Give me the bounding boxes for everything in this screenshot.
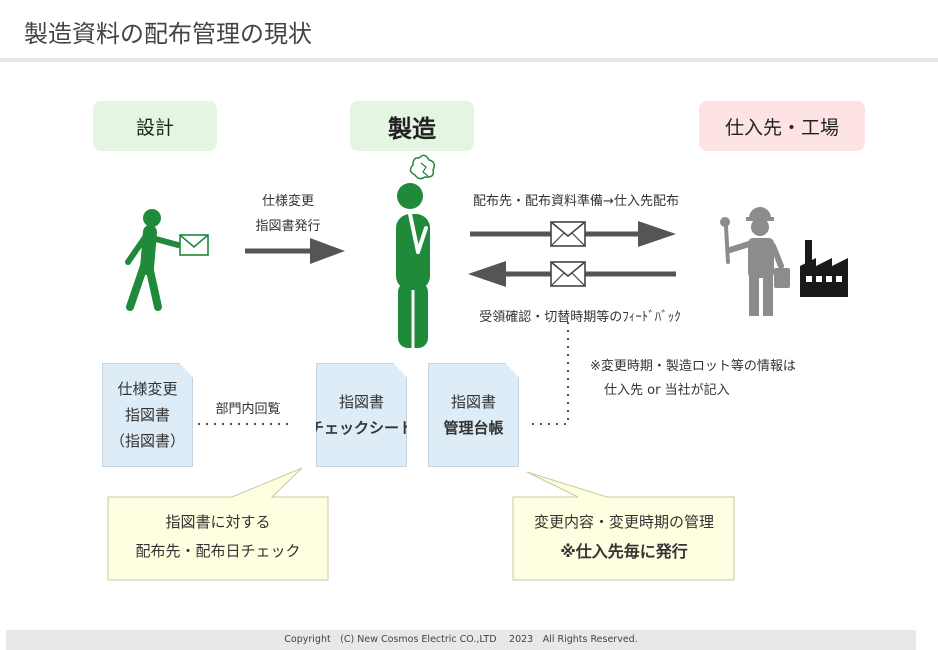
envelope-icon: [550, 261, 586, 287]
thinking-person-icon: [396, 154, 436, 348]
spec-change-label: 仕様変更 指図書発行: [238, 189, 338, 239]
department-view-label: 部門内回覧: [215, 402, 281, 417]
callout-left-line2: 配布先・配布日チェック: [135, 542, 301, 560]
spec-doc-line2: 指図書: [124, 406, 170, 424]
info-note-line1: ※変更時期・製造ロット等の情報は: [590, 359, 796, 374]
callout-right-bubble: [512, 471, 735, 581]
title-divider: [0, 58, 938, 62]
copyright-footer: Copyright (C) New Cosmos Electric CO.,LT…: [6, 630, 916, 650]
factory-icon: [800, 240, 848, 297]
callout-left-bubble: [107, 467, 329, 581]
person-with-envelope-icon: [125, 209, 209, 311]
arrow-design-to-manufacturing: [245, 238, 345, 264]
role-manufacturing: 製造: [350, 101, 474, 151]
callout-right-line1: 変更内容・変更時期の管理: [533, 513, 714, 531]
ledger-document: 指図書 管理台帳: [428, 363, 519, 467]
ledger-line1: 指図書: [450, 393, 496, 411]
envelope-icon: [550, 221, 586, 247]
spec-doc-line1: 仕様変更: [117, 380, 178, 398]
worker-with-wrench-icon: [720, 207, 790, 316]
check-sheet-document: 指図書 チェックシート: [316, 363, 407, 467]
feedback-label: 受領確認・切替時期等のﾌｨｰﾄﾞﾊﾞｯｸ: [479, 310, 681, 325]
page-title: 製造資料の配布管理の現状: [24, 20, 312, 48]
spec-doc-line3: （指図書）: [109, 432, 185, 450]
spec-document: 仕様変更 指図書 （指図書）: [102, 363, 193, 467]
connector-feedback: [528, 322, 569, 425]
spec-change-line1: 仕様変更: [261, 194, 314, 209]
ledger-line2: 管理台帳: [443, 419, 504, 437]
callout-right-line2: ※仕入先毎に発行: [560, 542, 688, 561]
distribution-label: 配布先・配布資料準備→仕入先配布: [473, 194, 679, 209]
role-supplier: 仕入先・工場: [699, 101, 865, 151]
check-sheet-line2: チェックシート: [309, 419, 415, 437]
callout-right-text: 変更内容・変更時期の管理 ※仕入先毎に発行: [513, 508, 735, 566]
arrow-supplier-to-manufacturing: [468, 261, 676, 287]
role-design: 設計: [93, 101, 217, 151]
info-note: ※変更時期・製造ロット等の情報は 仕入先 or 当社が記入: [590, 355, 796, 403]
spec-change-line2: 指図書発行: [255, 219, 321, 234]
info-note-line2: 仕入先 or 当社が記入: [604, 383, 730, 398]
check-sheet-line1: 指図書: [338, 393, 384, 411]
callout-left-line1: 指図書に対する: [165, 513, 271, 531]
callout-left-text: 指図書に対する 配布先・配布日チェック: [108, 508, 328, 566]
